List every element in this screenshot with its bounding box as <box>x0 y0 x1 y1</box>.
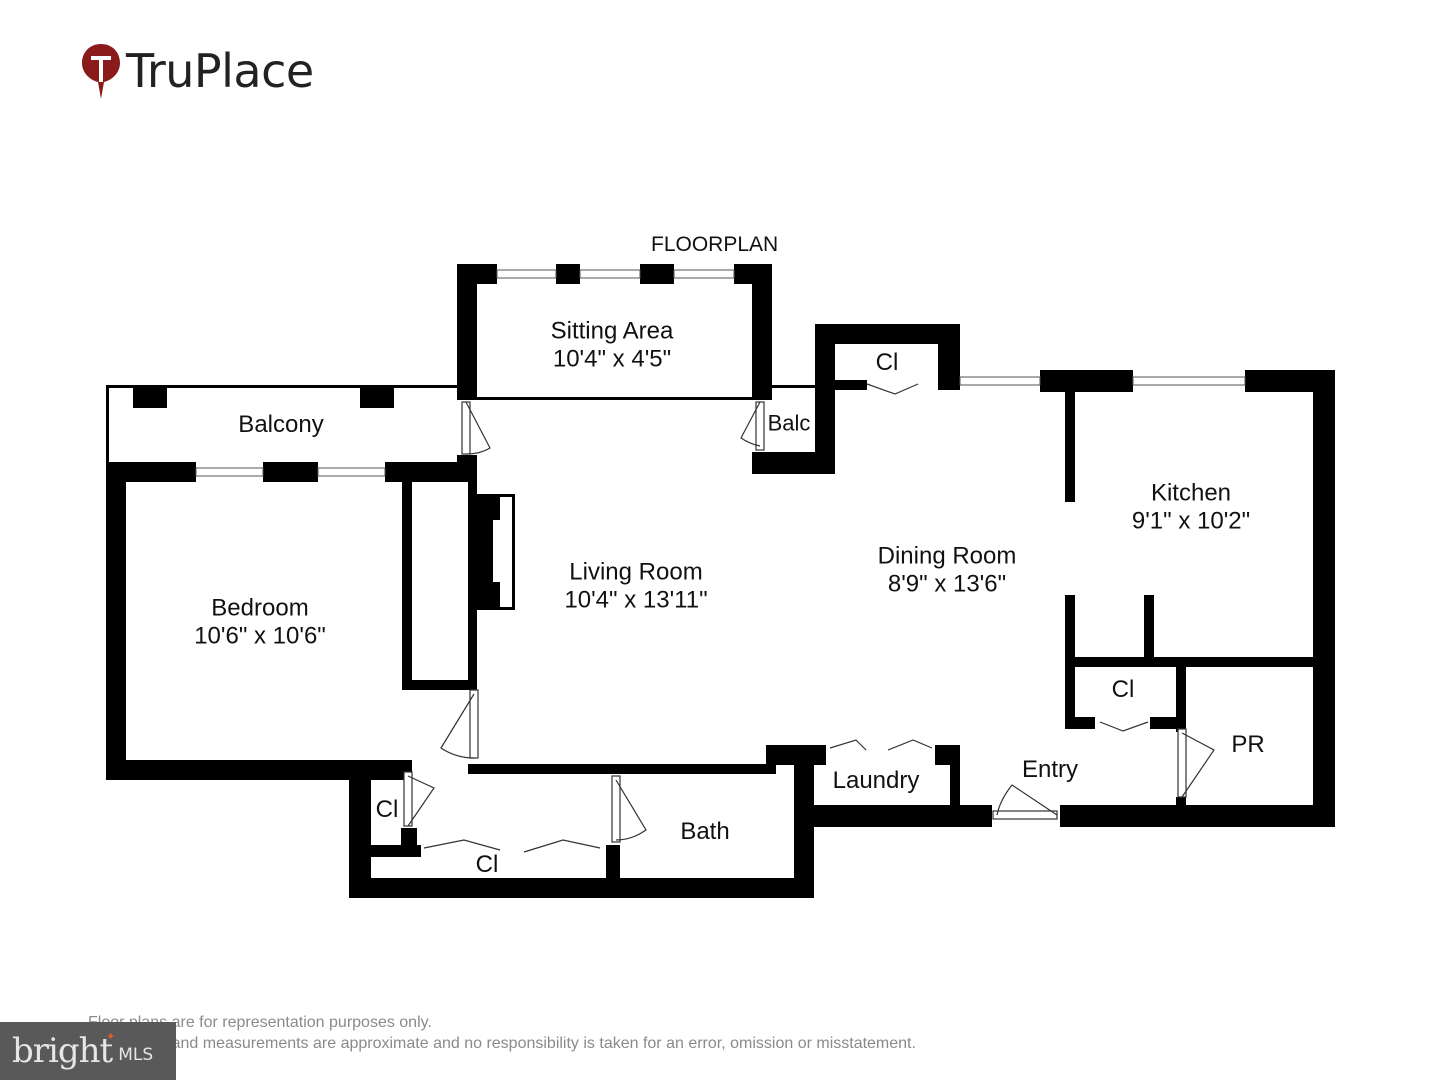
room-name: Cl <box>1111 676 1135 704</box>
room-closet-bedroom: Cl <box>376 796 399 824</box>
room-name: Entry <box>1021 756 1079 784</box>
room-name: Bedroom <box>211 594 309 622</box>
disclaimer: Floor plans are for representation purpo… <box>88 1012 916 1054</box>
room-kitchen: Kitchen 9'1" x 10'2" <box>1132 479 1250 534</box>
star-icon: ✦ <box>106 1031 116 1043</box>
room-sitting-area: Sitting Area 10'4" x 4'5" <box>551 317 674 372</box>
room-name: Cl <box>475 851 499 879</box>
room-dimensions: 8'9" x 13'6" <box>887 570 1007 597</box>
room-dining-room: Dining Room 8'9" x 13'6" <box>878 542 1017 597</box>
disclaimer-line-1: Floor plans are for representation purpo… <box>88 1014 432 1031</box>
room-name: PR <box>1231 731 1265 759</box>
floorplan-title: FLOORPLAN <box>651 233 779 256</box>
bright-wordmark: bright <box>12 1031 113 1071</box>
room-closet-hall: Cl <box>476 851 499 879</box>
room-name: Bath <box>680 818 730 846</box>
room-living-room: Living Room 10'4" x 13'11" <box>564 558 707 613</box>
map-pin-t-icon <box>82 44 120 99</box>
room-name: Cl <box>875 349 899 377</box>
room-name: Dining Room <box>877 542 1017 570</box>
room-name: Living Room <box>569 558 703 586</box>
brand-name: TruPlace <box>126 44 314 98</box>
room-closet-upper: Cl <box>876 349 899 377</box>
room-dimensions: 10'4" x 4'5" <box>552 345 672 372</box>
room-name: Sitting Area <box>550 317 674 345</box>
room-name: Balcony <box>238 411 324 439</box>
room-laundry: Laundry <box>833 767 920 795</box>
room-closet-kitchen: Cl <box>1112 676 1135 704</box>
room-name: Cl <box>375 796 399 824</box>
mls-label: MLS <box>118 1045 154 1065</box>
bright-mls-badge: bright MLS <box>0 1022 176 1080</box>
room-balc: Balc <box>768 410 811 435</box>
room-dimensions: 10'4" x 13'11" <box>564 586 708 613</box>
room-dimensions: 10'6" x 10'6" <box>194 622 326 649</box>
room-dimensions: 9'1" x 10'2" <box>1131 507 1251 534</box>
room-powder-room: PR <box>1231 731 1264 759</box>
room-entry: Entry <box>1022 756 1078 784</box>
room-name: Balc <box>767 410 811 436</box>
room-bedroom: Bedroom 10'6" x 10'6" <box>194 594 326 649</box>
room-bath: Bath <box>680 818 729 846</box>
room-name: Laundry <box>832 767 920 795</box>
room-balcony: Balcony <box>238 411 323 439</box>
truplace-logo: TruPlace <box>80 42 314 100</box>
room-name: Kitchen <box>1150 479 1232 507</box>
disclaimer-line-2: Floor plans and measurements are approxi… <box>88 1035 916 1052</box>
